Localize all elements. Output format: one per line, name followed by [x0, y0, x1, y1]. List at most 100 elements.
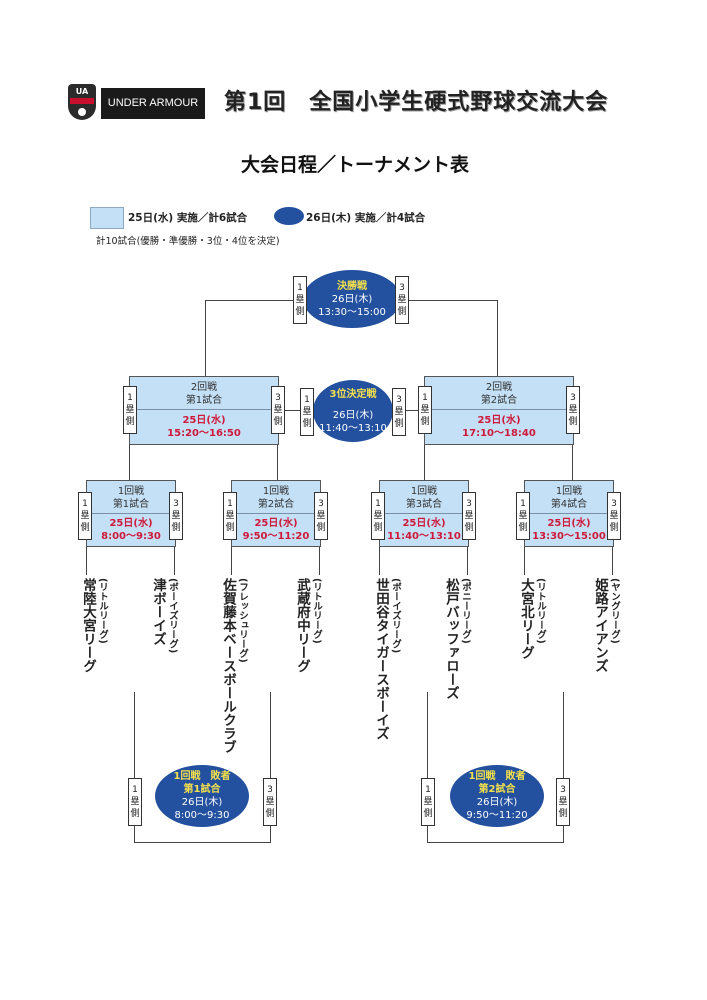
- team-1: (リトルリーグ)常陸大宮リーグ: [80, 578, 110, 673]
- page-subtitle: 大会日程／トーナメント表: [241, 154, 470, 176]
- side-tag-char: 側: [558, 809, 568, 819]
- team-name: 佐賀藤本ベースボールクラブ: [220, 578, 236, 754]
- bracket-line: [427, 842, 564, 843]
- side-tag-char: 塁: [518, 511, 528, 521]
- side-tag-char: 側: [373, 523, 383, 533]
- side-tag-char: 側: [80, 523, 90, 533]
- side-tag-char: 1: [422, 393, 428, 403]
- side-tag-char: 3: [318, 499, 324, 509]
- team-name: 松戸バッファローズ: [443, 578, 459, 700]
- soccer-ball-icon: [78, 108, 86, 116]
- under-armour-cup-logo: UA: [68, 84, 96, 120]
- side-tag-char: 塁: [302, 407, 312, 417]
- team-6: (ポニーリーグ)松戸バッファローズ: [443, 578, 473, 700]
- ua-mark-icon: UA: [75, 87, 89, 96]
- side-tag-char: 側: [225, 523, 235, 533]
- match-date: 25日(水): [182, 415, 226, 426]
- third-place-match: 3位決定戦 26日(木) 11:40〜13:10: [313, 380, 393, 442]
- round-label: 1回戦: [117, 486, 145, 497]
- final-time: 13:30〜15:00: [318, 306, 386, 318]
- side-tag-char: 1: [297, 283, 303, 293]
- consolation-time: 9:50〜11:20: [466, 810, 528, 821]
- bracket-line: [205, 300, 297, 301]
- logo-stripe: [70, 98, 94, 104]
- bracket-line: [205, 300, 206, 376]
- consolation-match-label: 第1試合: [183, 784, 221, 795]
- side-tag-char: 塁: [130, 797, 140, 807]
- side-tag-char: 塁: [80, 511, 90, 521]
- match-label: 第2試合: [257, 499, 295, 510]
- third-place-time: 11:40〜13:10: [319, 422, 387, 434]
- side-tag-char: 側: [420, 417, 430, 427]
- team-league: (ボーイズリーグ): [390, 578, 401, 654]
- team-4: (リトルリーグ)武蔵府中リーグ: [294, 578, 324, 673]
- consolation-time: 8:00〜9:30: [174, 810, 230, 821]
- side-tag-char: 側: [130, 809, 140, 819]
- team-name: 津ボーイズ: [150, 578, 166, 646]
- round1-match-2: 1回戦第2試合 25日(水)9:50〜11:20: [231, 480, 321, 547]
- bracket-line: [270, 692, 271, 842]
- side-tag-char: 側: [302, 419, 312, 429]
- side-tag-char: 側: [295, 307, 305, 317]
- side-tag-char: 3: [466, 499, 472, 509]
- match-time: 17:10〜18:40: [462, 428, 536, 439]
- match-time: 11:40〜13:10: [387, 531, 461, 542]
- side-tag-char: 側: [316, 523, 326, 533]
- side-tag-char: 側: [125, 417, 135, 427]
- bracket-line: [134, 692, 135, 842]
- bracket-line: [467, 545, 468, 575]
- side-tag-char: 側: [464, 523, 474, 533]
- side-tag-char: 側: [609, 523, 619, 533]
- match-date: 25日(水): [109, 518, 153, 529]
- side-tag-char: 1: [375, 499, 381, 509]
- match-time: 9:50〜11:20: [242, 531, 310, 542]
- bracket-line: [319, 545, 320, 575]
- bracket-line: [524, 545, 525, 575]
- match-label: 第3試合: [405, 499, 443, 510]
- side-tag-char: 3: [267, 785, 273, 795]
- team-name: 姫路アイアンズ: [592, 578, 608, 673]
- final-title: 決勝戦: [337, 280, 367, 292]
- bracket-line: [134, 842, 271, 843]
- side-tag-char: 塁: [125, 405, 135, 415]
- side-tag-char: 側: [397, 307, 407, 317]
- side-tag-char: 側: [273, 417, 283, 427]
- bracket-line: [174, 545, 175, 575]
- team-name: 武蔵府中リーグ: [294, 578, 310, 673]
- consolation-date: 26日(木): [476, 797, 518, 808]
- bracket-line: [277, 443, 278, 481]
- side-tag-char: 1: [520, 499, 526, 509]
- consolation-match-1: 1回戦 敗者 第1試合 26日(木) 8:00〜9:30: [155, 765, 249, 827]
- bracket-line: [129, 443, 130, 481]
- team-3: (フレッシュリーグ)佐賀藤本ベースボールクラブ: [220, 578, 250, 754]
- side-tag-char: 3: [560, 785, 566, 795]
- round-label: 1回戦: [410, 486, 438, 497]
- side-tag-char: 1: [425, 785, 431, 795]
- round2-match-2: 2回戦第2試合 25日(水)17:10〜18:40: [424, 376, 574, 445]
- round-label: 1回戦: [555, 486, 583, 497]
- side-tag-char: 塁: [171, 511, 181, 521]
- match-time: 15:20〜16:50: [167, 428, 241, 439]
- legend-day1-swatch: [90, 207, 124, 229]
- side-tag-char: 塁: [609, 511, 619, 521]
- bracket-line: [86, 545, 87, 575]
- legend-day2-label: 26日(木) 実施／計4試合: [306, 212, 426, 224]
- bracket-line: [424, 443, 425, 481]
- team-league: (ヤングリーグ): [609, 578, 620, 644]
- side-tag-char: 1: [304, 395, 310, 405]
- side-tag-char: 3: [173, 499, 179, 509]
- match-time: 13:30〜15:00: [532, 531, 606, 542]
- side-tag-char: 塁: [295, 295, 305, 305]
- bracket-line: [572, 443, 573, 481]
- side-tag-char: 塁: [423, 797, 433, 807]
- team-league: (フレッシュリーグ): [237, 578, 248, 663]
